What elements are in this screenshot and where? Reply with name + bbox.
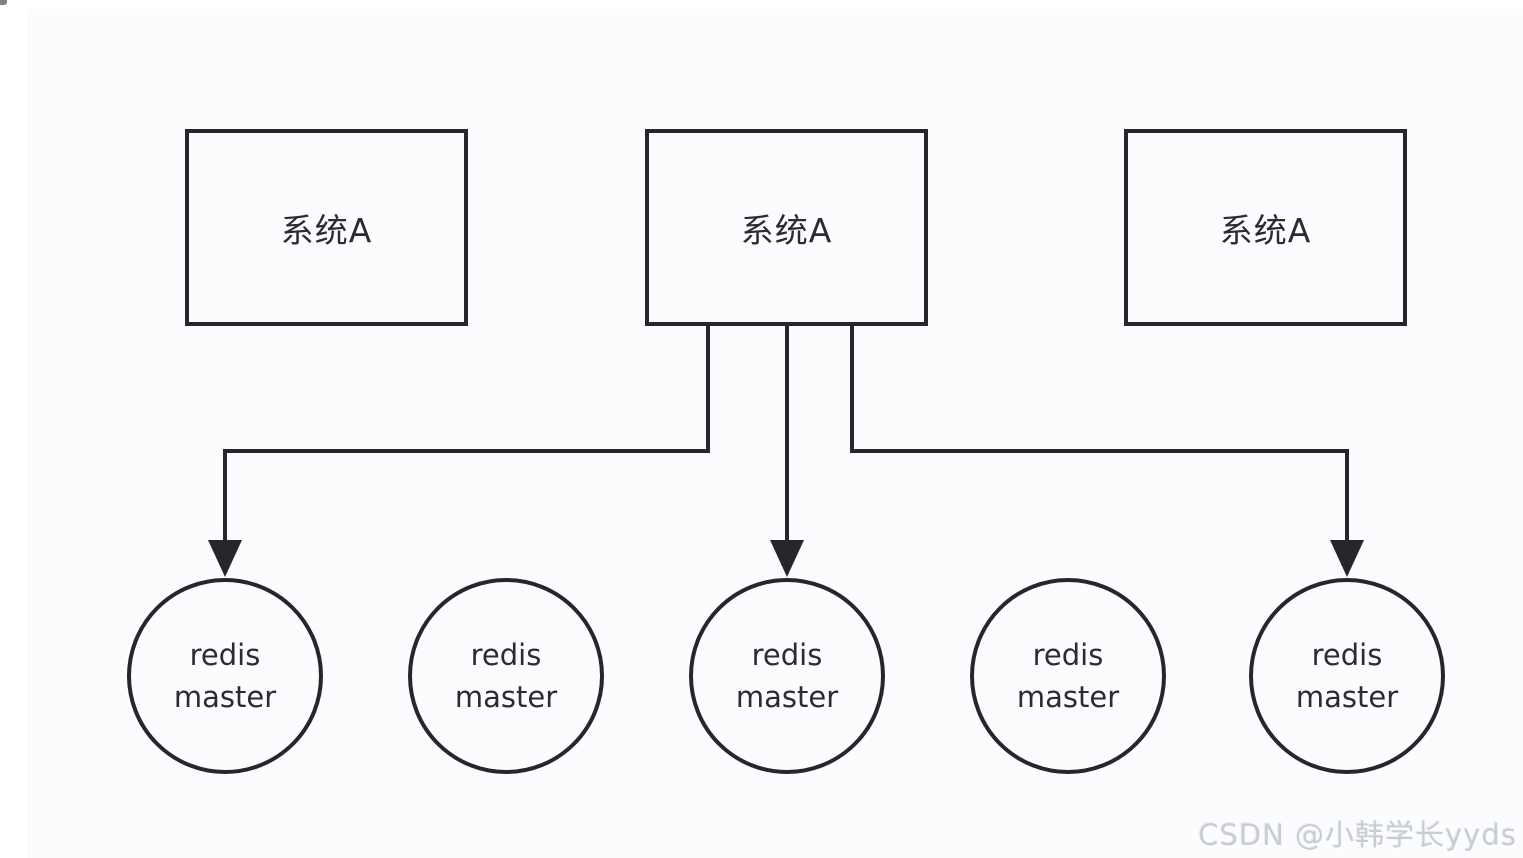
redis-node-5-label: redis master [1295,637,1399,714]
redis-node-1-label: redis master [173,637,277,714]
redis-node-3-label: redis master [735,637,839,714]
connector-system2-node5 [850,324,1364,577]
system-box-2-label: 系统A [740,210,833,250]
system-box-1-label: 系统A [280,210,373,250]
connector-system2-node3 [770,324,804,577]
redis-node-5: redis master [1249,578,1445,774]
redis-node-4: redis master [970,578,1166,774]
system-box-1: 系统A [185,129,468,326]
redis-node-4-label: redis master [1016,637,1120,714]
arrowhead-node3 [770,540,804,577]
arrowhead-node5 [1330,540,1364,577]
redis-node-2-label: redis master [454,637,558,714]
redis-node-2: redis master [408,578,604,774]
system-box-3-label: 系统A [1219,210,1312,250]
system-box-3: 系统A [1124,129,1407,326]
frame-left-band [0,0,26,858]
corner-artifact [0,0,7,5]
redis-node-3: redis master [689,578,885,774]
arrowhead-node1 [208,540,242,577]
watermark: CSDN @小韩学长yyds [1198,818,1517,852]
system-box-2: 系统A [645,129,928,326]
connector-system2-node1 [208,324,710,577]
frame-top-band [0,0,1523,9]
redis-node-1: redis master [127,578,323,774]
